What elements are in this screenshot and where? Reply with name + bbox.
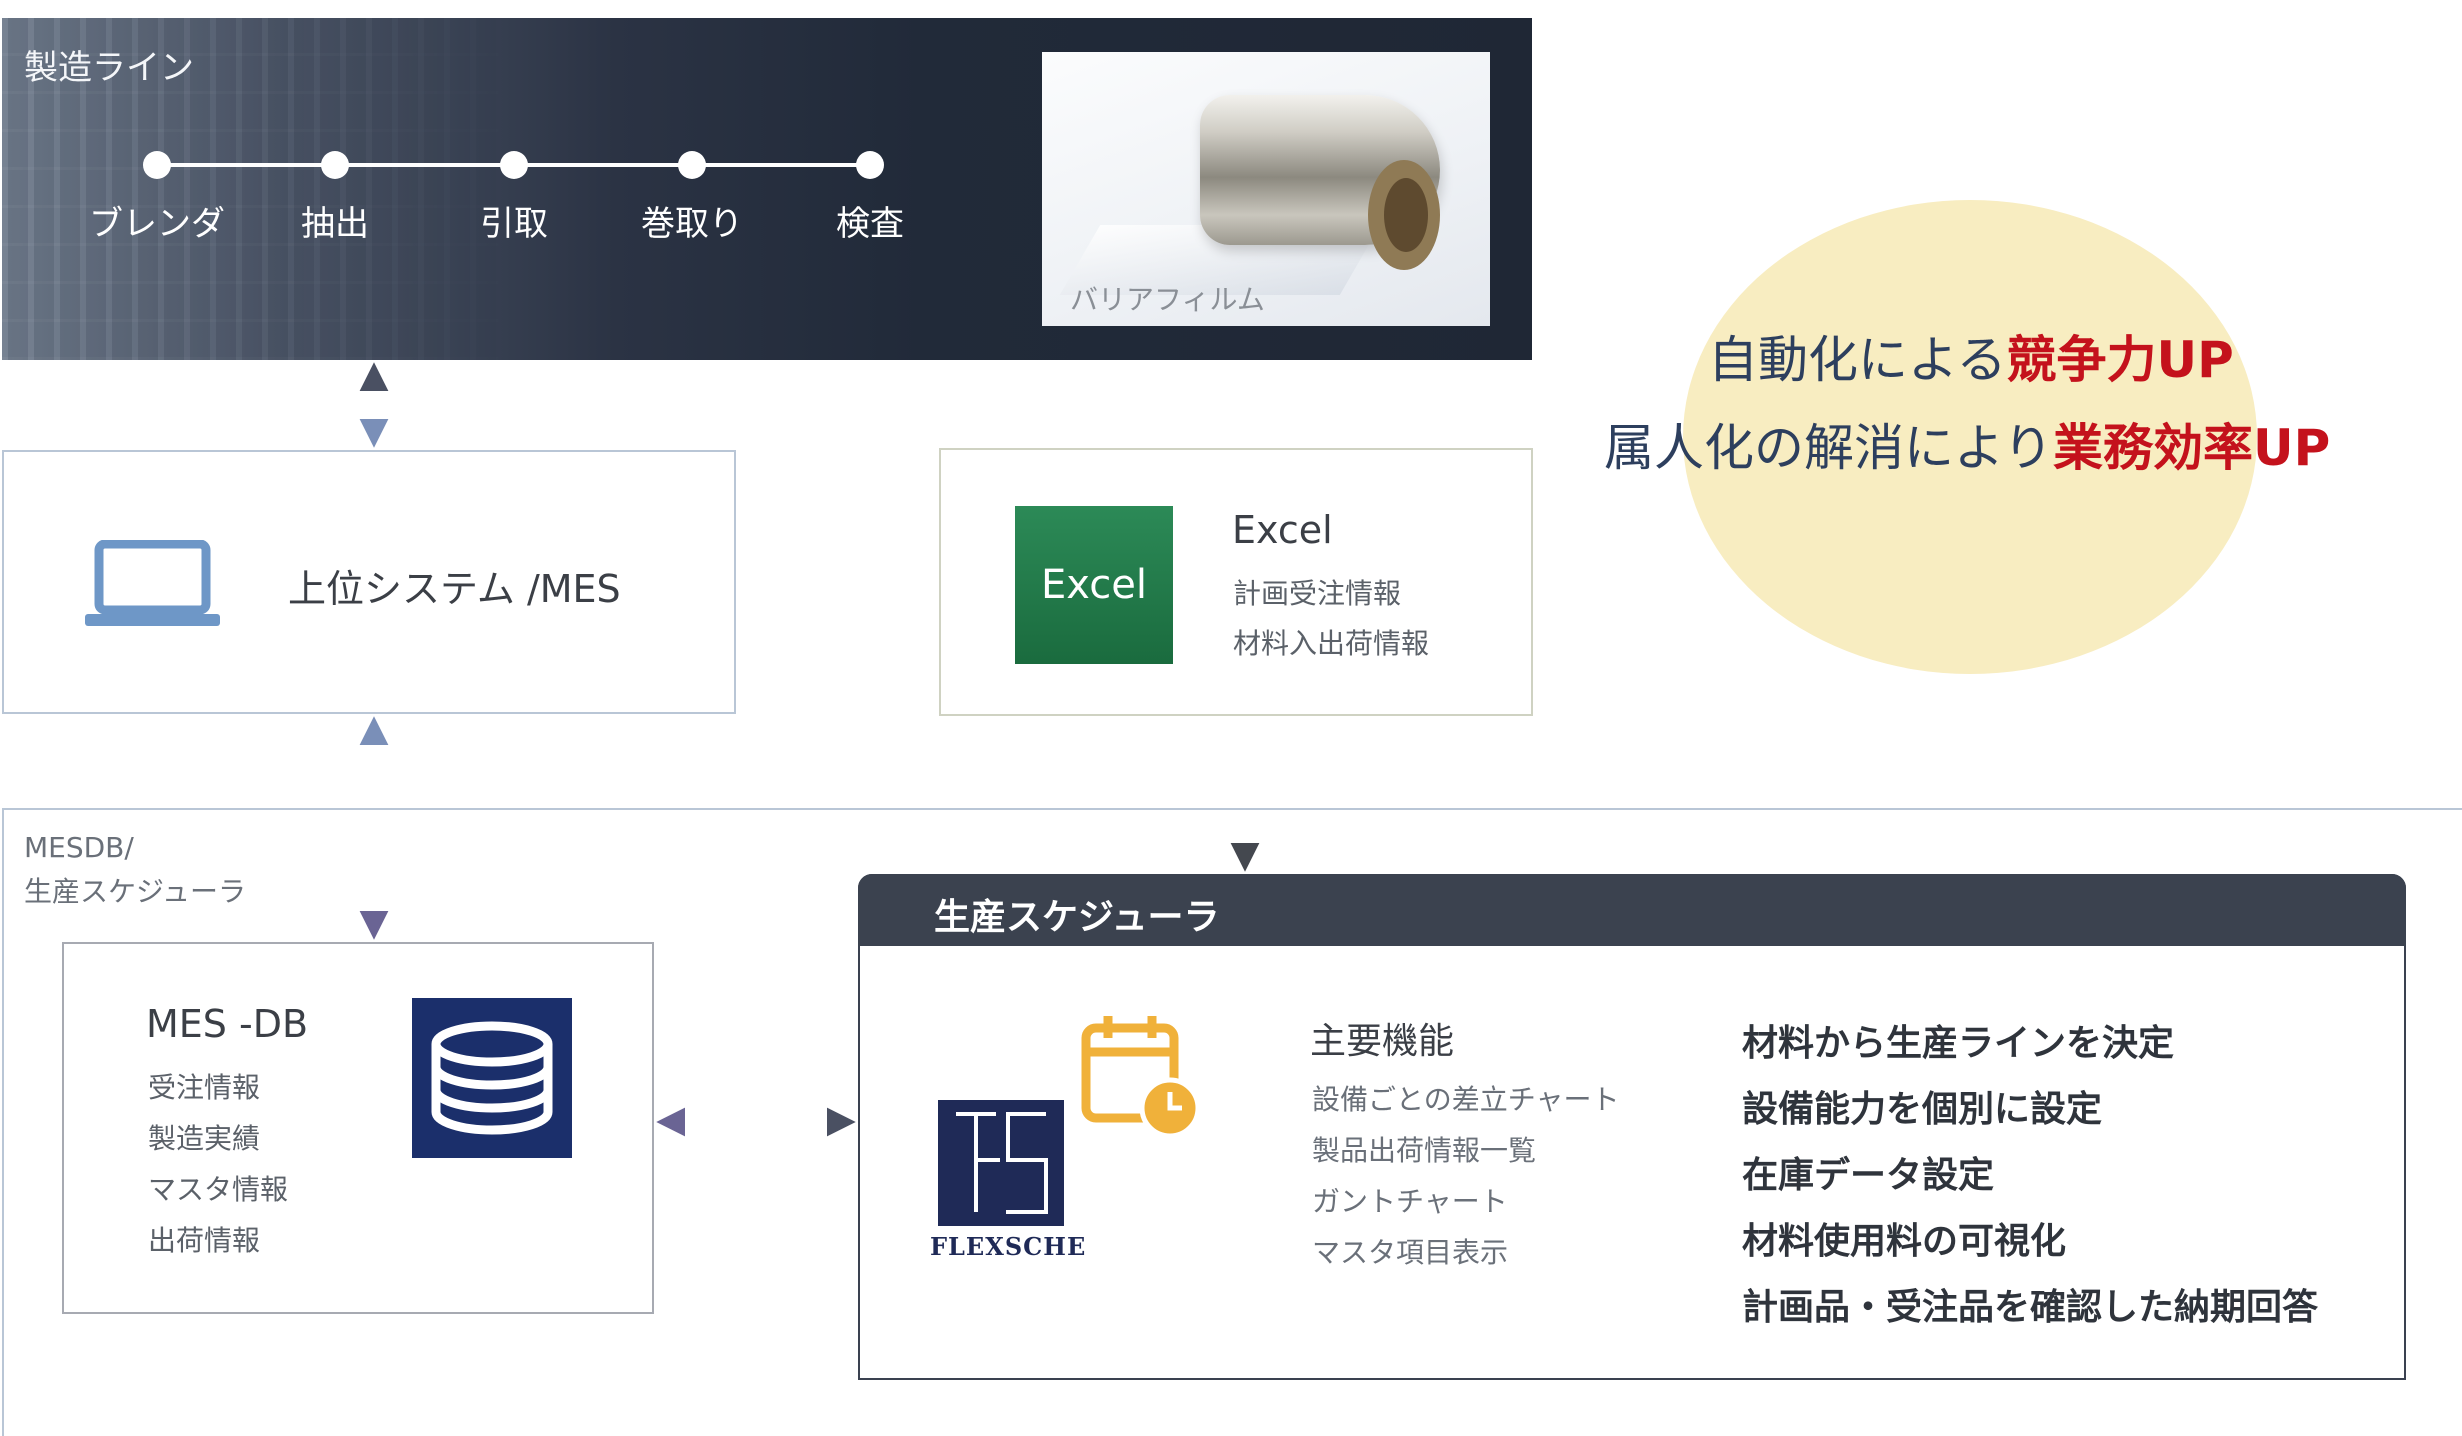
line-step-label: 抽出 [301, 204, 369, 244]
feature-item: 設備能力を個別に設定 [1742, 1089, 2103, 1130]
goal-line-2-highlight: 業務効率UP [2053, 419, 2331, 477]
function-item: 製品出荷情報一覧 [1312, 1134, 1537, 1167]
scheduler-header [858, 874, 2406, 946]
goal-line-1-highlight: 競争力UP [2006, 331, 2234, 389]
feature-item: 材料から生産ラインを決定 [1742, 1023, 2175, 1064]
line-step-label: 引取 [480, 204, 548, 244]
feature-item: 材料使用料の可視化 [1742, 1221, 2067, 1262]
mes-label: 上位システム /MES [288, 567, 621, 611]
excel-logo-icon: Excel [1015, 506, 1173, 664]
flexsche-logo-text: FLEXSCHE [930, 1232, 1087, 1261]
mes-db-item: 受注情報 [148, 1071, 261, 1104]
database-icon [412, 998, 572, 1158]
function-item: 設備ごとの差立チャート [1312, 1083, 1620, 1116]
scheduler-title: 生産スケジューラ [934, 897, 1220, 938]
excel-item: 計画受注情報 [1233, 577, 1402, 610]
goal-line-1-text: 自動化による [1708, 331, 2007, 389]
line-title: 製造ライン [24, 48, 194, 88]
upper-system-mes-box [2, 450, 736, 714]
mesdb-area-label: MESDB/ 生産スケジューラ [24, 826, 246, 914]
laptop-icon [85, 540, 220, 626]
line-step-dot [856, 151, 884, 179]
machinery-background [2, 18, 522, 360]
line-step-dot [321, 151, 349, 179]
mes-db-item: 製造実績 [148, 1122, 261, 1155]
feature-item: 在庫データ設定 [1742, 1155, 1995, 1196]
line-step-dot [678, 151, 706, 179]
line-step-label: ブレンダ [89, 204, 225, 244]
goal-line-2-text: 属人化の解消により [1604, 419, 2053, 477]
line-step-label: 検査 [836, 204, 904, 244]
excel-item: 材料入出荷情報 [1233, 627, 1430, 660]
mes-db-item: マスタ情報 [148, 1173, 289, 1206]
film-roll-core-hole [1384, 178, 1428, 252]
line-step-label: 巻取り [641, 204, 743, 244]
calendar-clock-icon [1081, 1016, 1201, 1138]
mesdb-label-line-2: 生産スケジューラ [24, 875, 247, 908]
mes-db-item: 出荷情報 [148, 1224, 261, 1257]
mes-db-title: MES -DB [146, 1002, 309, 1046]
goal-line-2: 属人化の解消により業務効率UP [1604, 408, 2330, 480]
feature-item: 計画品・受注品を確認した納期回答 [1742, 1287, 2319, 1328]
excel-title: Excel [1232, 508, 1333, 552]
function-item: マスタ項目表示 [1312, 1236, 1509, 1269]
mesdb-label-line-1: MESDB/ [24, 831, 134, 864]
functions-title: 主要機能 [1310, 1021, 1455, 1062]
goal-circle [1683, 200, 2257, 674]
function-item: ガントチャート [1312, 1185, 1508, 1218]
flexsche-logo-icon [938, 1100, 1064, 1226]
film-label: バリアフィルム [1070, 283, 1265, 316]
line-step-dot [143, 151, 171, 179]
goal-line-1: 自動化による競争力UP [1708, 320, 2234, 392]
line-step-dot [500, 151, 528, 179]
